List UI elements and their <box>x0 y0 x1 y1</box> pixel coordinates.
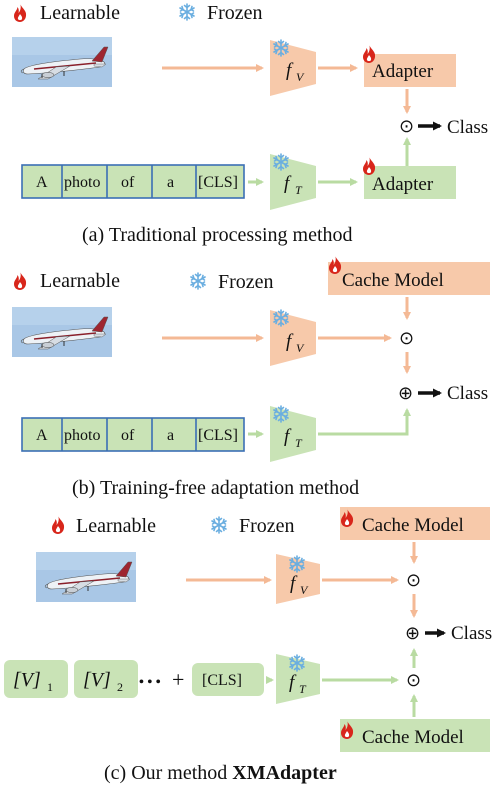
token-ellipsis: • • • <box>139 675 161 690</box>
learnable-token-v2 <box>74 660 138 698</box>
panel-b: Learnable Frozen Cache Model f V ⊙ ⊕ Cla… <box>11 255 490 499</box>
adapter-box-visual <box>364 54 456 87</box>
input-image <box>11 36 113 88</box>
legend-frozen-label: Frozen <box>218 271 274 293</box>
image-encoder-symbol: f <box>286 60 294 81</box>
image-encoder-sub: V <box>296 341 305 355</box>
sum-operator: ⊕ <box>405 623 420 644</box>
text-encoder-sub: T <box>295 183 303 197</box>
class-output-label: Class <box>447 383 488 404</box>
prompt-token: of <box>121 427 135 444</box>
prompt-token: a <box>167 427 174 444</box>
product-operator: ⊙ <box>399 116 414 137</box>
cache-model-box <box>328 262 490 295</box>
text-encoder-symbol: f <box>284 426 292 447</box>
text-encoder <box>276 654 320 704</box>
image-encoder <box>270 310 316 366</box>
flame-icon <box>14 271 27 290</box>
cache-model-label: Cache Model <box>342 270 444 291</box>
adapter-box-text <box>364 166 456 199</box>
product-operator: ⊙ <box>399 328 414 349</box>
prompt-token: [CLS] <box>198 427 238 444</box>
caption-a: (a) Traditional processing method <box>82 224 353 246</box>
snowflake-icon <box>211 516 227 534</box>
adapter-text-label: Adapter <box>372 174 434 195</box>
product-operator: ⊙ <box>406 570 421 591</box>
cache-model-label: Cache Model <box>362 727 464 748</box>
text-encoder <box>270 406 316 462</box>
image-encoder <box>270 40 316 96</box>
flame-icon <box>329 255 342 274</box>
text-encoder <box>270 154 316 210</box>
panel-a: Learnable Frozen f V Adapter ⊙ Class <box>11 2 488 246</box>
text-encoder-symbol: f <box>284 173 292 194</box>
prompt-token: photo <box>64 427 100 444</box>
sum-operator: ⊕ <box>398 383 413 404</box>
snowflake-icon <box>179 3 195 21</box>
legend-frozen-label: Frozen <box>207 2 263 24</box>
caption-c-method-name: XMAdapter <box>232 762 337 784</box>
learnable-token-v1-sub: 1 <box>47 680 53 694</box>
cache-model-box <box>340 507 490 540</box>
image-encoder-sub: V <box>300 583 309 597</box>
flame-icon <box>363 156 376 175</box>
caption-b: (b) Training-free adaptation method <box>72 477 359 499</box>
image-encoder-symbol: f <box>290 573 298 594</box>
legend-learnable-label: Learnable <box>76 515 156 537</box>
cache-model-box <box>340 719 490 752</box>
token-plus: + <box>172 667 184 692</box>
panel-c: Learnable Frozen Cache Model f V ⊙ ⊕ Cla… <box>4 507 492 784</box>
class-output-label: Class <box>447 117 488 138</box>
caption-c: (c) Our method XMAdapter <box>104 762 337 784</box>
prompt-token: photo <box>64 174 100 191</box>
image-encoder-sub: V <box>296 70 305 84</box>
learnable-token-v1-text: [V] <box>13 669 41 691</box>
learnable-token-v1 <box>4 660 68 698</box>
adapter-visual-label: Adapter <box>372 61 434 82</box>
image-encoder <box>276 554 320 604</box>
legend-learnable-label: Learnable <box>40 2 120 24</box>
prompt-token-row: A photo of a [CLS] <box>21 164 245 199</box>
arrow <box>318 408 411 436</box>
learnable-token-v2-text: [V] <box>83 669 111 691</box>
legend-frozen-label: Frozen <box>239 515 295 537</box>
input-image <box>11 306 113 358</box>
text-encoder-sub: T <box>295 436 303 450</box>
cls-token-label: [CLS] <box>202 672 242 689</box>
image-encoder-symbol: f <box>286 331 294 352</box>
text-encoder-symbol: f <box>289 672 297 693</box>
prompt-token: A <box>36 174 48 191</box>
prompt-token: of <box>121 174 135 191</box>
flame-icon <box>14 3 27 22</box>
text-encoder-sub: T <box>299 682 307 696</box>
prompt-token: a <box>167 174 174 191</box>
legend-learnable-label: Learnable <box>40 270 120 292</box>
class-output-label: Class <box>451 623 492 644</box>
product-operator: ⊙ <box>406 670 421 691</box>
cache-model-label: Cache Model <box>362 515 464 536</box>
prompt-token: A <box>36 427 48 444</box>
caption-c-prefix: (c) Our method <box>104 762 232 784</box>
flame-icon <box>52 515 65 534</box>
input-image <box>35 551 137 603</box>
snowflake-icon <box>190 272 206 290</box>
prompt-token-row: A photo of a [CLS] <box>21 417 245 452</box>
learnable-token-v2-sub: 2 <box>117 680 123 694</box>
prompt-token: [CLS] <box>198 174 238 191</box>
cls-token <box>192 663 264 696</box>
